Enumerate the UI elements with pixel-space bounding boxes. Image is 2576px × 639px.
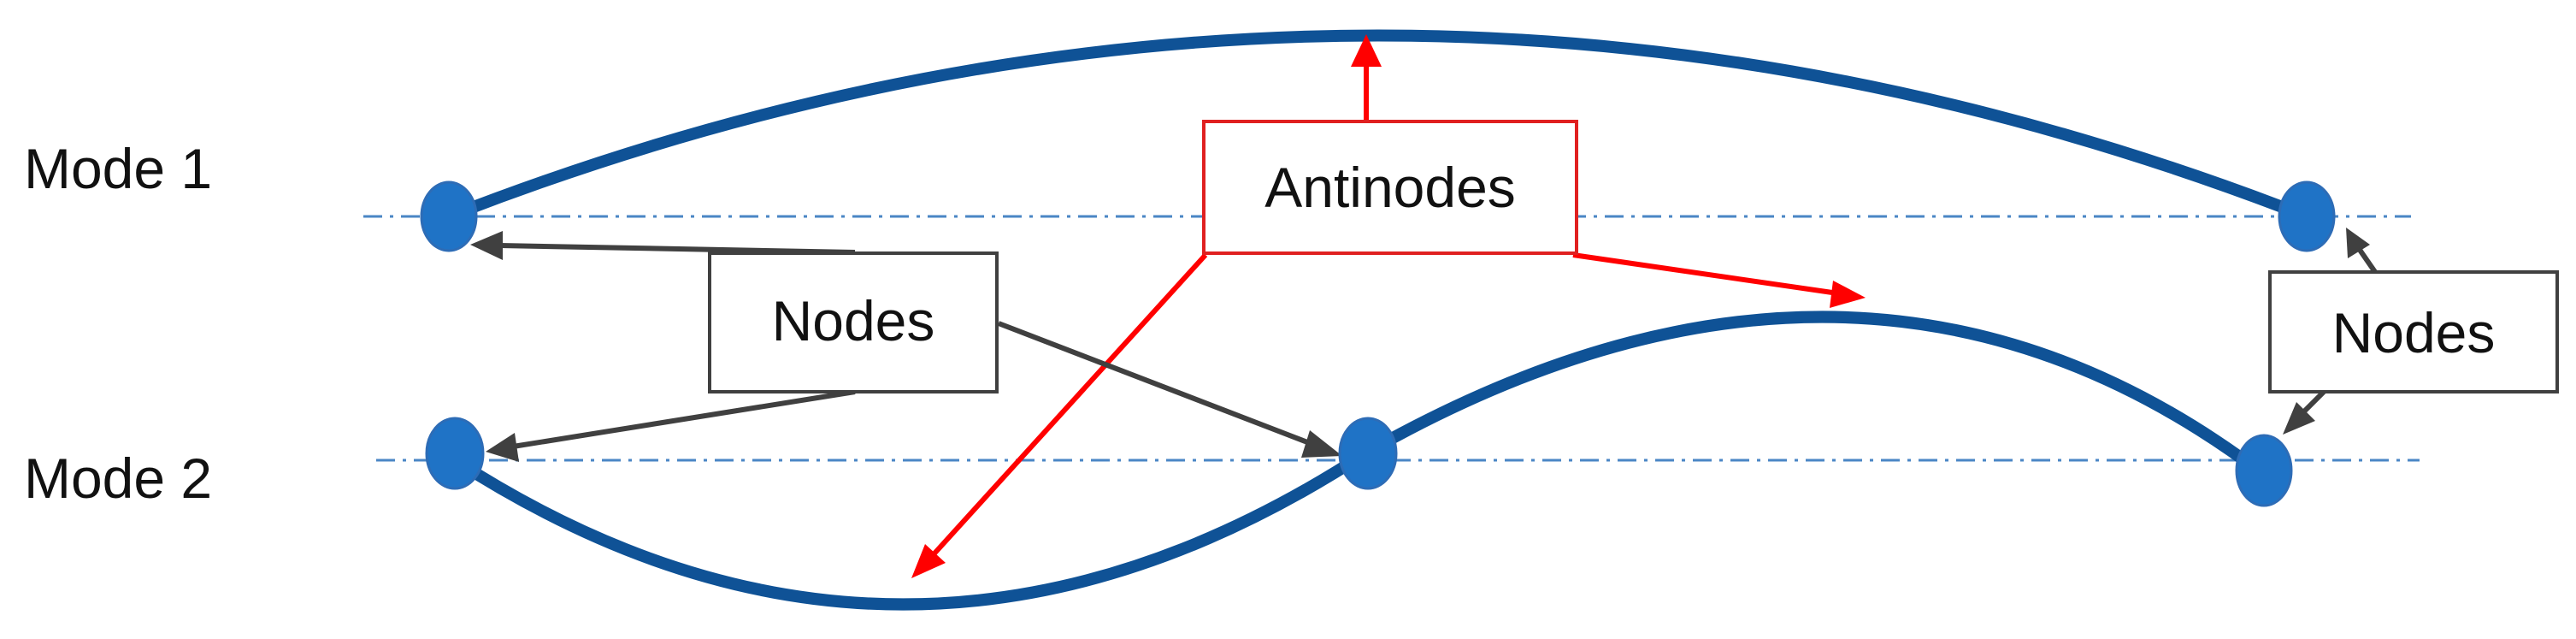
node-points: [420, 180, 2336, 507]
node-arrow-to-mode2-left: [512, 389, 856, 449]
mode2-label: Mode 2: [24, 447, 212, 510]
antinode-arrows: [911, 34, 1866, 578]
mode2-node-right: [2235, 434, 2293, 507]
mode2-node-middle: [1338, 417, 1398, 490]
node-arrow-to-mode2-right-head: [2283, 402, 2315, 435]
antinodes-callout: Antinodes: [1202, 120, 1578, 255]
node-arrows: [470, 228, 2378, 462]
node-arrow-to-mode2-left-head: [486, 433, 519, 462]
antinode-arrow-down-left: [931, 252, 1208, 557]
nodes-box-left: [708, 251, 999, 393]
nodes-callout-right: Nodes: [2268, 270, 2559, 393]
mode1-node-left: [420, 180, 478, 252]
mode2-node-left: [425, 417, 485, 490]
mode1-label: Mode 1: [24, 137, 212, 200]
nodes-box-right: [2268, 270, 2559, 393]
nodes-callout-left: Nodes: [708, 251, 999, 393]
node-arrow-to-mode2-middle: [997, 321, 1316, 447]
node-arrow-to-mode1-right: [2357, 248, 2378, 274]
node-arrow-to-mode1-left-head: [470, 231, 503, 260]
antinode-arrow-right: [1572, 252, 1839, 296]
antinode-arrow-right-head: [1830, 281, 1866, 308]
mode1-wave: [443, 29, 2313, 222]
mode1-node-right: [2278, 180, 2336, 252]
antinodes-label: Antinodes: [1264, 156, 1516, 219]
node-arrow-to-mode1-right-head: [2346, 228, 2370, 258]
nodes-label-right: Nodes: [2332, 301, 2496, 364]
node-arrow-to-mode1-left: [499, 243, 856, 255]
nodes-label-left: Nodes: [772, 289, 935, 352]
antinode-arrow-up-head: [1351, 34, 1382, 67]
antinodes-box: [1202, 120, 1578, 255]
node-arrow-to-mode2-right: [2301, 389, 2326, 415]
node-arrow-to-mode2-middle-head: [1301, 430, 1342, 458]
antinode-arrow-down-left-head: [911, 544, 946, 578]
